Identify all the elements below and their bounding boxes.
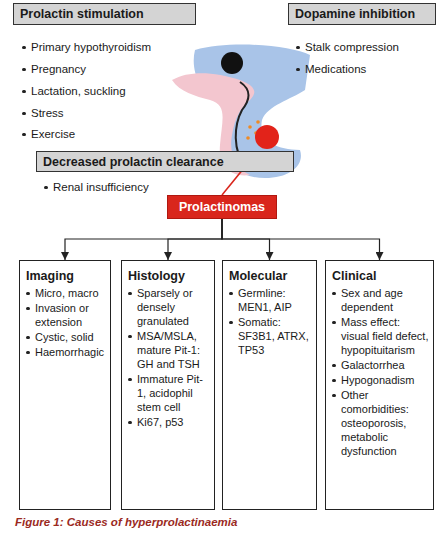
feature-box: HistologySparsely or densely granulatedM… xyxy=(121,260,215,510)
box-heading: Imaging xyxy=(26,269,107,283)
tree-connector xyxy=(222,219,270,260)
bullet-text: Primary hypothyroidism xyxy=(31,40,151,54)
box-heading: Prolactinomas xyxy=(179,200,265,214)
bullet-text: Micro, macro xyxy=(35,286,99,300)
box-heading: Decreased prolactin clearance xyxy=(43,155,224,169)
box-heading: Prolactin stimulation xyxy=(20,7,144,21)
category-header: Prolactin stimulation xyxy=(13,3,196,25)
bullet-dot xyxy=(296,46,300,50)
tree-connector xyxy=(222,219,380,260)
box-heading: Histology xyxy=(128,269,211,283)
bullet-dot xyxy=(22,112,26,116)
bullet-text: Renal insufficiency xyxy=(53,180,149,194)
bullet-item: Haemorrhagic xyxy=(26,345,107,359)
bullet-item: Mass effect: visual field defect, hypopi… xyxy=(332,315,430,357)
bullet-item: Stalk compression xyxy=(296,40,399,54)
bullet-item: Pregnancy xyxy=(22,62,86,76)
bullet-dot xyxy=(22,46,26,50)
tree-connector xyxy=(65,219,222,260)
central-box: Prolactinomas xyxy=(167,195,277,219)
bullet-text: Hypogonadism xyxy=(341,373,414,387)
bullet-text: Other comorbidities: osteoporosis, metab… xyxy=(341,388,430,458)
bullet-text: Sparsely or densely granulated xyxy=(137,286,211,328)
bullet-text: Lactation, suckling xyxy=(31,84,126,98)
feature-box: MolecularGermline: MEN1, AIPSomatic: SF3… xyxy=(222,260,317,510)
bullet-text: Stress xyxy=(31,106,64,120)
bullet-item: Sex and age dependent xyxy=(332,286,430,314)
bullet-text: Haemorrhagic xyxy=(35,345,104,359)
bullet-dot xyxy=(22,68,26,72)
bullet-item: Germline: MEN1, AIP xyxy=(229,286,313,314)
feature-box: ImagingMicro, macroInvasion or extension… xyxy=(19,260,111,510)
bullet-item: Micro, macro xyxy=(26,286,107,300)
tumour-dot xyxy=(255,125,279,149)
bullet-item: Other comorbidities: osteoporosis, metab… xyxy=(332,388,430,458)
bullet-dot xyxy=(128,292,132,296)
bullet-dot xyxy=(128,378,132,382)
bullet-dot xyxy=(22,133,26,137)
bullet-text: Ki67, p53 xyxy=(137,415,183,429)
bullet-dot xyxy=(332,364,336,368)
granule-dot xyxy=(256,120,260,124)
bullet-dot xyxy=(26,351,30,355)
bullet-text: Mass effect: visual field defect, hypopi… xyxy=(341,315,430,357)
bullet-text: Invasion or extension xyxy=(35,301,107,329)
bullet-text: Galactorrhea xyxy=(341,358,405,372)
category-header: Decreased prolactin clearance xyxy=(36,151,294,172)
bullet-item: Invasion or extension xyxy=(26,301,107,329)
bullet-dot xyxy=(296,68,300,72)
tree-connector xyxy=(168,219,222,260)
figure-caption: Figure 1: Causes of hyperprolactinaemia xyxy=(15,516,237,528)
bullet-text: Germline: MEN1, AIP xyxy=(238,286,313,314)
bullet-dot xyxy=(229,321,233,325)
bullet-text: Exercise xyxy=(31,127,75,141)
category-header: Dopamine inhibition xyxy=(288,3,436,25)
bullet-dot xyxy=(26,307,30,311)
granule-dot xyxy=(248,125,252,129)
bullet-text: Medications xyxy=(305,62,366,76)
bullet-dot xyxy=(22,90,26,94)
box-heading: Clinical xyxy=(332,269,430,283)
bullet-text: Sex and age dependent xyxy=(341,286,430,314)
bullet-item: Sparsely or densely granulated xyxy=(128,286,211,328)
bullet-dot xyxy=(332,379,336,383)
bullet-item: Somatic: SF3B1, ATRX, TP53 xyxy=(229,315,313,357)
bullet-item: Hypogonadism xyxy=(332,373,430,387)
bullet-text: Cystic, solid xyxy=(35,330,94,344)
bullet-item: Stress xyxy=(22,106,64,120)
bullet-text: MSA/MSLA, mature Pit-1: GH and TSH xyxy=(137,329,211,371)
feature-box: ClinicalSex and age dependentMass effect… xyxy=(325,260,434,510)
bullet-item: Lactation, suckling xyxy=(22,84,126,98)
bullet-text: Somatic: SF3B1, ATRX, TP53 xyxy=(238,315,313,357)
box-heading: Molecular xyxy=(229,269,313,283)
bullet-item: Medications xyxy=(296,62,366,76)
bullet-item: Galactorrhea xyxy=(332,358,430,372)
box-heading: Dopamine inhibition xyxy=(295,7,415,21)
bullet-text: Pregnancy xyxy=(31,62,86,76)
bullet-item: Immature Pit-1, acidophil stem cell xyxy=(128,372,211,414)
bullet-item: Exercise xyxy=(22,127,75,141)
dopamine-dot xyxy=(221,52,243,74)
bullet-item: Primary hypothyroidism xyxy=(22,40,151,54)
granule-dot xyxy=(246,136,250,140)
bullet-dot xyxy=(128,421,132,425)
bullet-item: MSA/MSLA, mature Pit-1: GH and TSH xyxy=(128,329,211,371)
bullet-item: Renal insufficiency xyxy=(44,180,149,194)
bullet-item: Ki67, p53 xyxy=(128,415,211,429)
bullet-dot xyxy=(128,335,132,339)
bullet-text: Immature Pit-1, acidophil stem cell xyxy=(137,372,211,414)
bullet-dot xyxy=(44,186,48,190)
bullet-dot xyxy=(26,336,30,340)
bullet-text: Stalk compression xyxy=(305,40,399,54)
bullet-dot xyxy=(332,321,336,325)
bullet-dot xyxy=(229,292,233,296)
bullet-dot xyxy=(332,292,336,296)
bullet-dot xyxy=(26,292,30,296)
bullet-dot xyxy=(332,394,336,398)
bullet-item: Cystic, solid xyxy=(26,330,107,344)
